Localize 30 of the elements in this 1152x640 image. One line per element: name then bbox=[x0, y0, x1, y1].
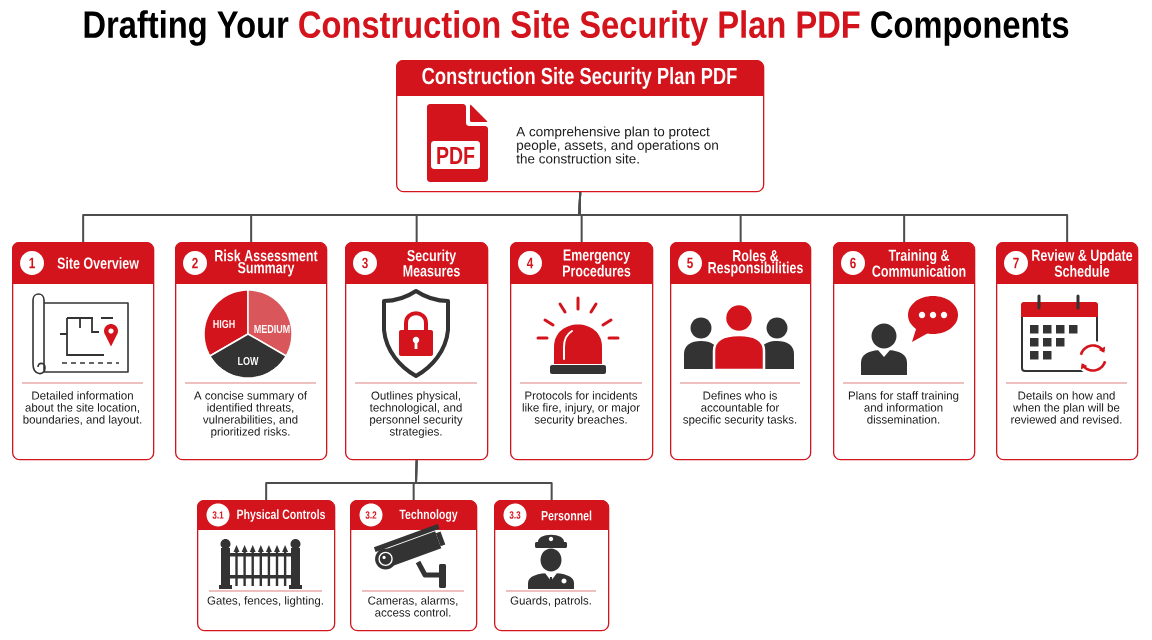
title: Drafting Your Construction Site Security Plan PDF Components bbox=[84, 10, 1069, 46]
card-text: Defines who is accountable for specific security tasks. bbox=[683, 391, 797, 426]
card-text: Gates, fences, lighting. bbox=[207, 596, 323, 607]
number-badge: 3.1 bbox=[206, 503, 230, 527]
number-badge: 4 bbox=[518, 251, 542, 275]
number-badge: 1 bbox=[20, 251, 44, 275]
number-badge: 5 bbox=[678, 251, 702, 275]
card-text: Detailed information about the site location, boundaries, and layout. bbox=[23, 391, 142, 426]
card-text: Details on how and when the plan will be reviewed and revised. bbox=[1011, 391, 1122, 424]
number-badge: 7 bbox=[1004, 251, 1028, 275]
icon-label: PDF bbox=[437, 146, 475, 165]
card bbox=[510, 242, 654, 461]
card-text: Plans for staff training and information dissemination. bbox=[848, 391, 959, 424]
number-badge: 2 bbox=[183, 251, 207, 275]
card-text: A concise summary of identified threats, vulnerabilities, and prioritized risks. bbox=[193, 391, 308, 438]
slice-label: LOW bbox=[238, 356, 259, 366]
number-badge: 3.2 bbox=[359, 503, 383, 527]
number-badge: 6 bbox=[841, 251, 865, 275]
card-text: A comprehensive plan to protect people, assets, and operations on the construction site. bbox=[516, 126, 718, 164]
card-text: Outlines physical, technological, and personnel security strategies. bbox=[369, 391, 463, 438]
card bbox=[12, 242, 155, 461]
slice-label: HIGH bbox=[213, 319, 235, 329]
card-text: Cameras, alarms, access control. bbox=[368, 596, 458, 617]
card-text: Protocols for incidents like fire, injury, or major security breaches. bbox=[522, 391, 640, 426]
number-badge: 3.3 bbox=[503, 503, 527, 527]
card-text: Guards, patrols. bbox=[510, 596, 591, 607]
card bbox=[396, 60, 765, 193]
number-badge: 3 bbox=[353, 251, 377, 275]
card-header: Construction Site Security Plan PDF bbox=[396, 60, 763, 96]
slice-label: MEDIUM bbox=[254, 325, 290, 333]
